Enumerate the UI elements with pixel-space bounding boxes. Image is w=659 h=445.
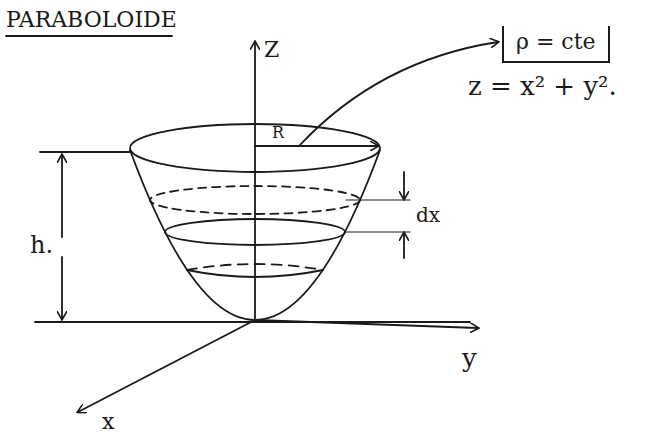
equation: z = x² + y². xyxy=(468,72,617,101)
title-underline xyxy=(6,35,172,37)
extension-line xyxy=(40,151,130,153)
axis-label: y xyxy=(462,344,477,373)
x-axis xyxy=(78,320,255,412)
title: PARABOLOIDE xyxy=(6,8,177,32)
dx-tick xyxy=(346,199,410,200)
slice-dashed xyxy=(150,186,360,214)
paraboloid-rim xyxy=(130,124,380,172)
slice-back xyxy=(187,264,323,270)
slice-front xyxy=(187,270,323,277)
radius-line xyxy=(255,145,378,147)
dx-arrow xyxy=(403,172,405,199)
dx-label: dx xyxy=(416,204,440,226)
dimension-arrow xyxy=(61,257,63,319)
z-axis xyxy=(254,42,256,320)
paraboloid-profile xyxy=(130,150,380,320)
dx-arrow xyxy=(403,233,405,258)
y-axis xyxy=(255,320,478,328)
axis-label: x xyxy=(102,410,114,434)
dx-tick xyxy=(346,231,410,232)
density-box: ρ = cte xyxy=(502,26,610,63)
height-label: h. xyxy=(30,232,53,258)
axis-label: Z xyxy=(264,38,279,62)
dimension-arrow xyxy=(61,155,63,237)
radius-label: R xyxy=(272,124,284,142)
density-text: ρ = cte xyxy=(516,30,596,54)
slice xyxy=(165,219,345,245)
